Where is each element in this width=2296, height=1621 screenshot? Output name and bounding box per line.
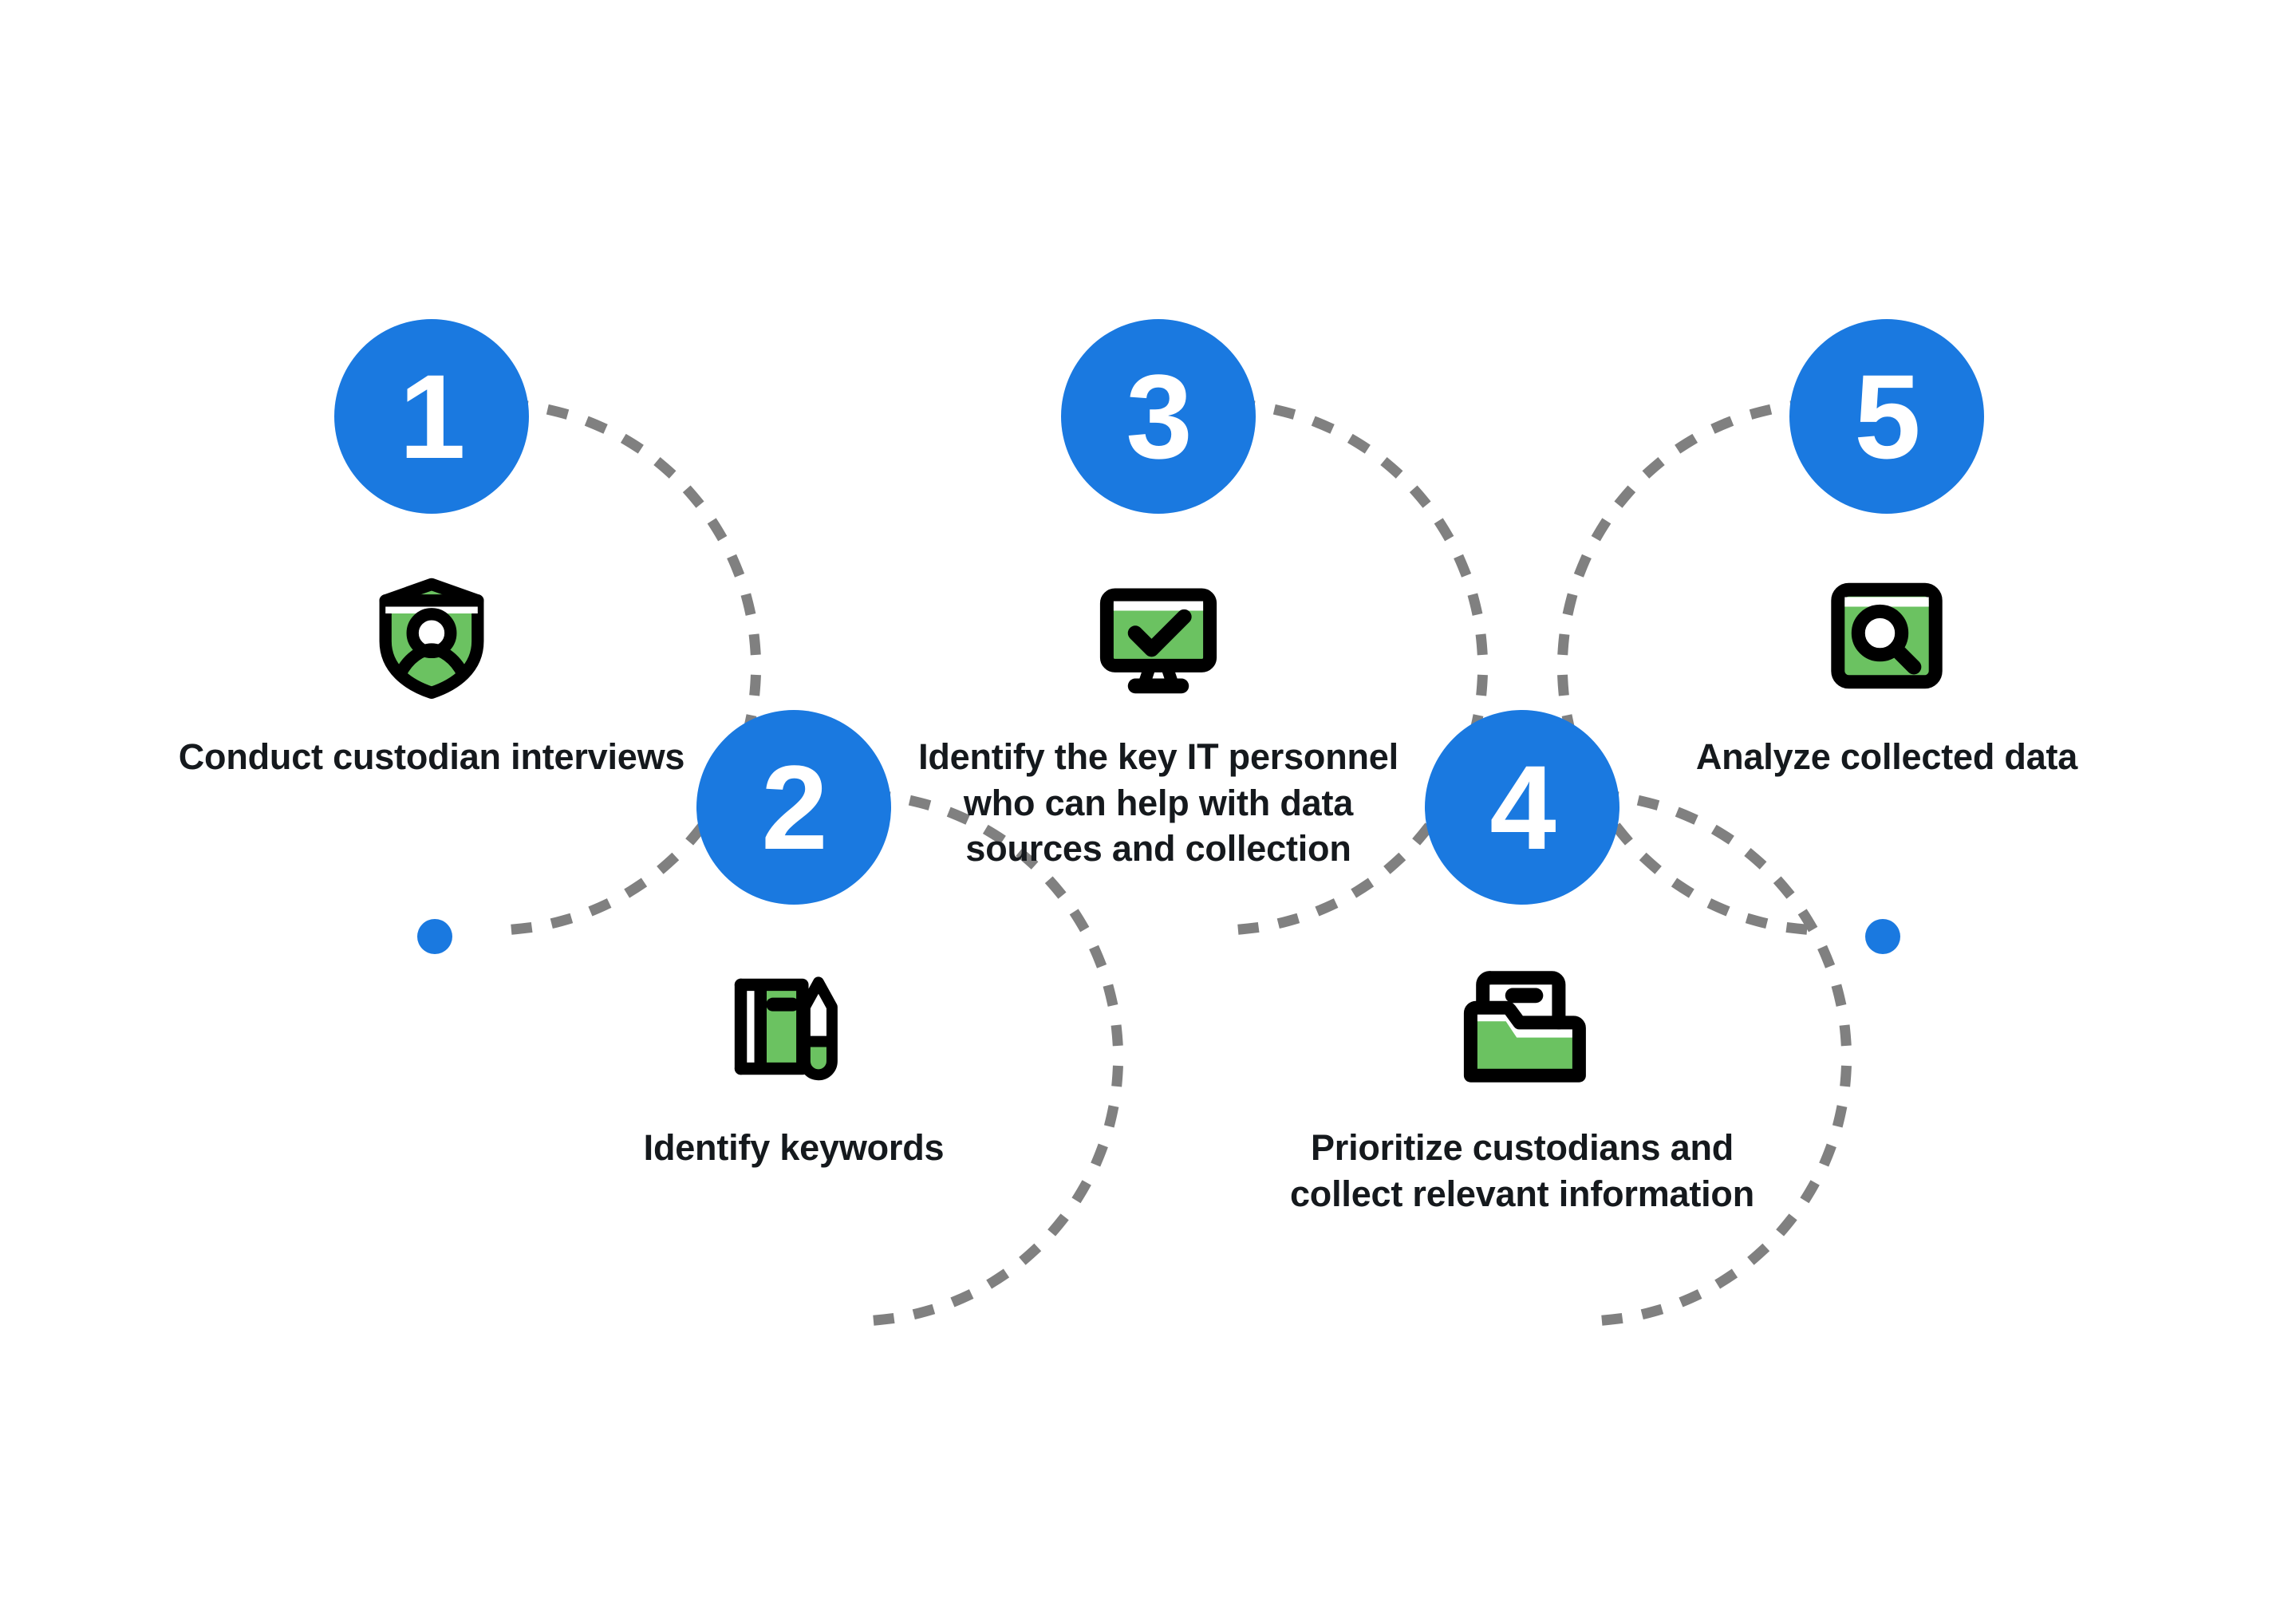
shield-person-icon xyxy=(168,568,695,704)
step-caption-4: Prioritize custodians and collect releva… xyxy=(1289,1127,1755,1214)
ring-path-5 xyxy=(1557,398,1893,936)
step-badge-4[interactable]: 4 xyxy=(1425,710,1619,905)
step-badge-5[interactable]: 5 xyxy=(1789,319,1984,514)
step-caption-3: Identify the key IT personnel who can he… xyxy=(918,736,1399,870)
endpoint-dot-1 xyxy=(417,919,452,954)
step-badge-3[interactable]: 3 xyxy=(1061,319,1256,514)
ring-path-4 xyxy=(1516,789,1852,1327)
step-number-3: 3 xyxy=(1126,349,1192,483)
dotted-rings xyxy=(425,398,1893,1327)
ring-path-3 xyxy=(1152,398,1488,936)
book-pencil-icon xyxy=(531,959,1057,1094)
ring-path-1 xyxy=(425,398,761,936)
folder-document-icon xyxy=(1259,959,1785,1094)
step-caption-5: Analyze collected data xyxy=(1695,736,2078,777)
step-badge-2[interactable]: 2 xyxy=(696,710,891,905)
window-search-icon xyxy=(1623,568,2150,704)
step-number-2: 2 xyxy=(761,740,827,874)
step-badge-1[interactable]: 1 xyxy=(334,319,529,514)
step-caption-2: Identify keywords xyxy=(643,1127,945,1168)
step-number-1: 1 xyxy=(399,349,465,483)
step-number-5: 5 xyxy=(1854,349,1920,483)
monitor-check-icon xyxy=(895,568,1422,704)
step-caption-1: Conduct custodian interviews xyxy=(178,736,685,777)
step-number-4: 4 xyxy=(1489,740,1556,874)
endpoint-dot-5 xyxy=(1865,919,1900,954)
ring-path-2 xyxy=(787,789,1123,1327)
